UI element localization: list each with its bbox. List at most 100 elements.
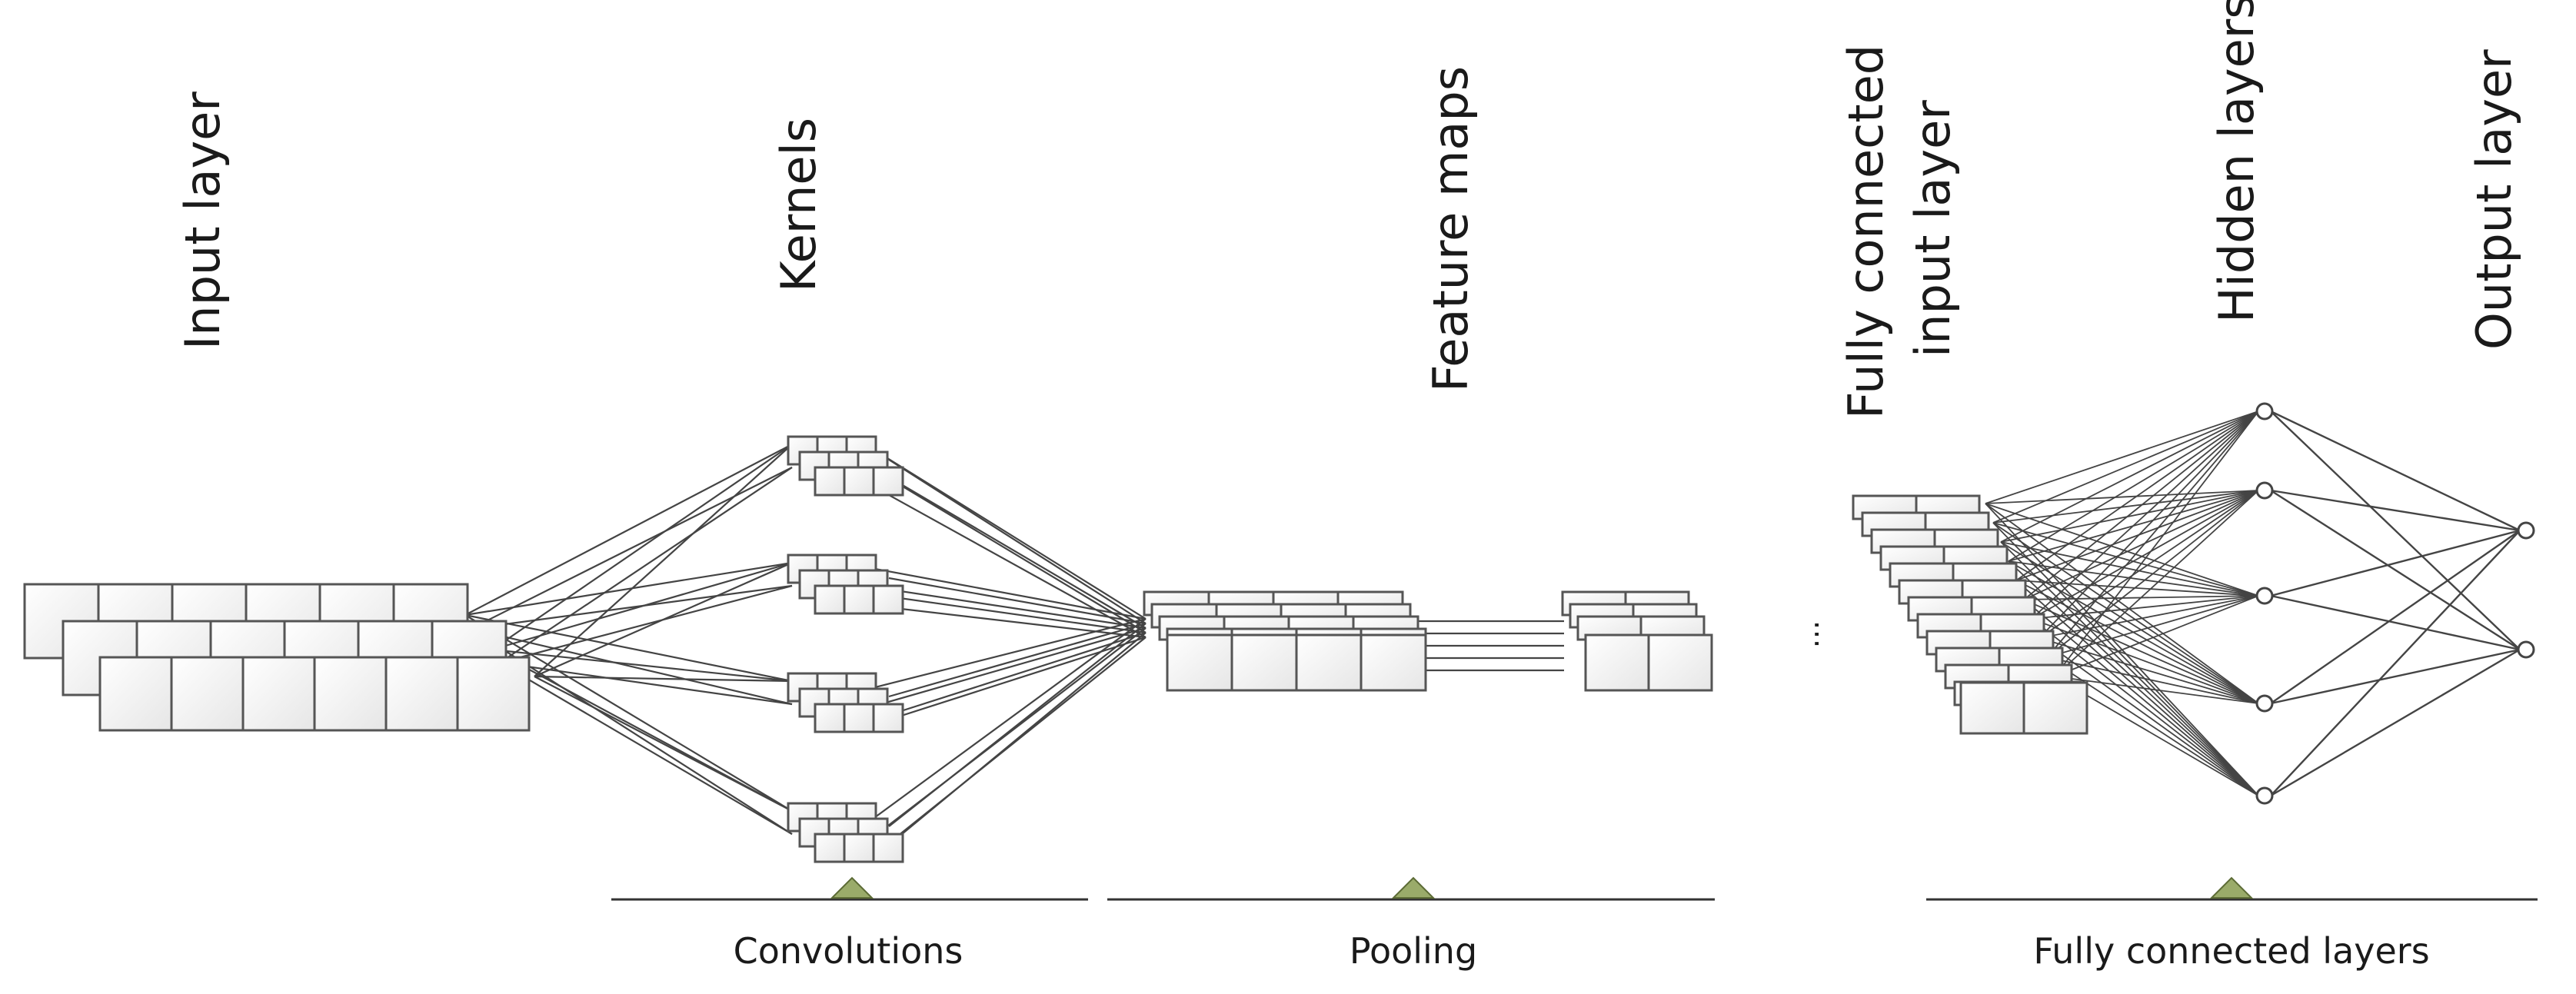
kernel-row-front xyxy=(814,703,904,733)
connection-line xyxy=(464,613,793,683)
connection-line xyxy=(499,662,793,835)
connection-line xyxy=(2270,411,2521,650)
grid-cell xyxy=(1959,681,2025,735)
feature-maps-label: Feature maps xyxy=(1423,66,1479,392)
connection-line xyxy=(470,584,793,630)
grid-cell xyxy=(872,833,904,863)
hidden-neuron-3 xyxy=(2255,587,2274,605)
connection-line xyxy=(874,617,1147,689)
grid-cell xyxy=(1647,633,1713,692)
connection-line xyxy=(2270,489,2521,532)
connection-line xyxy=(2270,594,2521,651)
connection-line xyxy=(499,467,793,663)
connection-line xyxy=(2008,560,2259,597)
connection-line xyxy=(2054,595,2259,677)
grid-cell xyxy=(170,656,245,732)
kernel-stack-3 xyxy=(787,672,904,733)
connection-line xyxy=(2270,530,2521,704)
connection-line xyxy=(2270,410,2521,532)
hidden-neuron-5 xyxy=(2255,786,2274,805)
connection-line xyxy=(2031,411,2259,620)
connection-line xyxy=(2054,676,2259,704)
convolutions-marker xyxy=(830,876,874,899)
grid-cell xyxy=(1584,633,1650,692)
connection-line xyxy=(2008,411,2259,562)
grid-cell xyxy=(313,656,388,732)
fully-connected-marker xyxy=(2209,876,2254,899)
fc-input-block xyxy=(1852,494,2088,735)
kernel-stack-4 xyxy=(787,802,904,863)
pooled-maps-block xyxy=(1561,590,1713,692)
connection-line xyxy=(2023,599,2259,796)
hidden-layers-label: Hidden layers xyxy=(2208,0,2265,323)
connection-line xyxy=(2023,411,2259,600)
grid-cell xyxy=(1230,633,1298,692)
connection-line xyxy=(2015,580,2259,704)
connection-line xyxy=(888,622,1147,698)
connection-line xyxy=(499,584,793,664)
feature-map-front xyxy=(1166,633,1427,692)
connection-line xyxy=(874,567,1147,620)
input-layer-label: Input layer xyxy=(175,91,231,350)
grid-cell xyxy=(1295,633,1363,692)
connection-line xyxy=(2039,490,2259,639)
connection-line xyxy=(2270,648,2521,797)
connection-line xyxy=(2046,595,2259,658)
neuron-nodes xyxy=(2255,402,2535,805)
fc-input-front xyxy=(1959,681,2088,735)
grid-cell xyxy=(814,703,846,733)
connection-line xyxy=(470,627,793,706)
kernel-stack-2 xyxy=(787,554,904,615)
connection-line xyxy=(874,637,1147,855)
output-layer-label: Output layer xyxy=(2466,49,2522,350)
grid-cell xyxy=(843,466,875,497)
connection-line xyxy=(491,648,793,683)
kernels-label: Kernels xyxy=(770,118,827,292)
kernel-row-front xyxy=(814,466,904,497)
connection-line xyxy=(1992,522,2259,796)
input-sheet-front xyxy=(98,656,531,732)
connection-line xyxy=(888,477,1147,633)
connection-line xyxy=(2000,490,2259,543)
hidden-neuron-4 xyxy=(2255,694,2274,713)
connection-line xyxy=(2054,490,2259,677)
connection-line xyxy=(464,614,793,812)
connection-line xyxy=(888,595,1147,634)
grid-cell xyxy=(872,466,904,497)
grid-cell xyxy=(1360,633,1427,692)
grid-cell xyxy=(843,703,875,733)
connection-line xyxy=(2031,618,2259,796)
connection-line xyxy=(2015,490,2259,581)
output-neuron-2 xyxy=(2517,640,2535,659)
connection-line xyxy=(491,444,793,650)
connection-line xyxy=(534,444,793,677)
connection-line xyxy=(2046,490,2259,658)
connection-lines xyxy=(464,410,2521,855)
grid-cell xyxy=(843,584,875,615)
connection-line xyxy=(874,627,1147,707)
connection-line xyxy=(534,675,793,683)
connection-line xyxy=(874,586,1147,630)
connection-line xyxy=(1992,490,2259,524)
continuation-ellipsis: ... xyxy=(1792,620,1825,648)
fully-connected-stage: Fully connected layers xyxy=(1926,876,2538,972)
grid-cell xyxy=(872,703,904,733)
connection-line xyxy=(534,676,793,812)
connection-line xyxy=(874,636,1147,726)
connection-line xyxy=(464,561,793,617)
pooling-marker xyxy=(1391,876,1436,899)
grid-cell xyxy=(456,656,531,732)
connection-line xyxy=(2015,580,2259,597)
pooling-stage: Pooling xyxy=(1107,876,1715,972)
convolutions-label: Convolutions xyxy=(734,930,964,972)
connection-line xyxy=(2031,595,2259,620)
connection-line xyxy=(1985,503,2259,704)
connection-line xyxy=(1985,411,2259,504)
fc-input-label-line2: input layer xyxy=(1905,100,1961,357)
pooling-label: Pooling xyxy=(1350,930,1477,972)
connection-line xyxy=(2008,560,2259,796)
connection-line xyxy=(874,450,1147,620)
connection-line xyxy=(2039,637,2259,796)
connection-line xyxy=(874,604,1147,639)
